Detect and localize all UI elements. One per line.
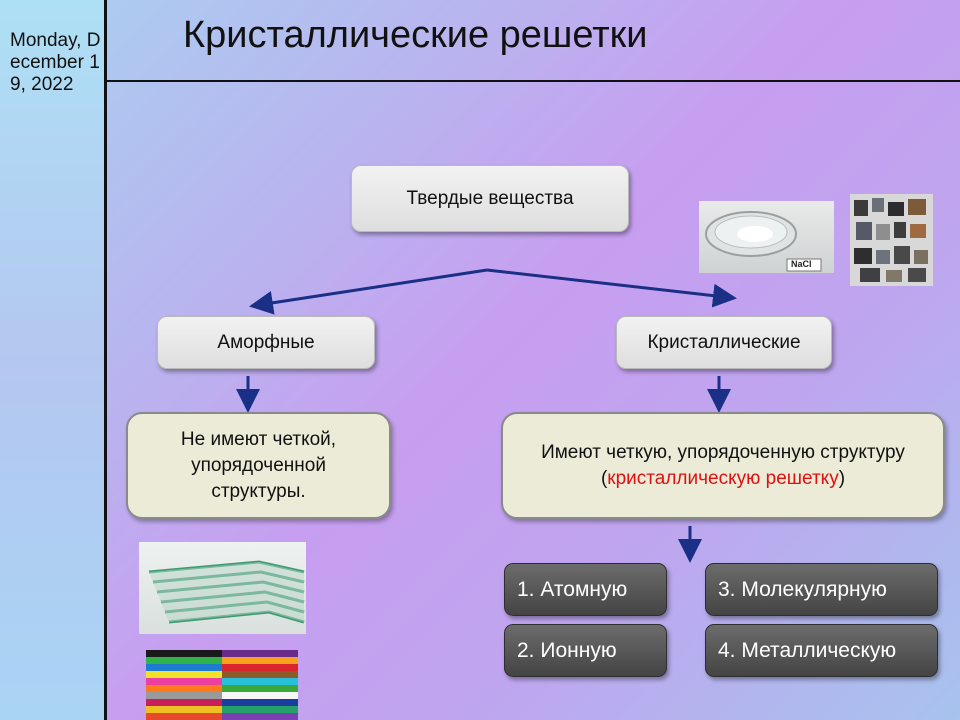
nacl-photo: NaCl xyxy=(699,201,834,273)
root-label: Твердые вещества xyxy=(406,187,574,209)
type-atomic: 1. Атомную xyxy=(504,563,667,616)
vertical-divider xyxy=(104,0,107,720)
crystalline-label: Кристаллические xyxy=(647,331,801,353)
type-metallic: 4. Металлическую xyxy=(705,624,938,677)
slide-date: Monday, December 19, 2022 xyxy=(10,30,101,95)
type-metallic-label: 4. Металлическую xyxy=(718,638,897,662)
root-box: Твердые вещества xyxy=(351,165,629,232)
amorphous-description: Не имеют четкой, упорядоченной структуры… xyxy=(180,428,337,502)
glass-photo xyxy=(139,542,306,634)
arrow-to-crystalline xyxy=(486,268,737,308)
plasticine-photo xyxy=(146,650,298,720)
amorphous-description-box: Не имеют четкой, упорядоченной структуры… xyxy=(126,412,391,519)
amorphous-label: Аморфные xyxy=(217,331,315,353)
minerals-photo xyxy=(850,194,933,286)
description-prefix: Имеют четкую, упорядоченную структуру ( xyxy=(541,441,905,489)
crystalline-description-box: Имеют четкую, упорядоченную структуру (к… xyxy=(501,412,945,519)
title-underline xyxy=(104,80,960,82)
type-molecular-label: 3. Молекулярную xyxy=(718,577,887,601)
type-molecular: 3. Молекулярную xyxy=(705,563,938,616)
type-ionic: 2. Ионную xyxy=(504,624,667,677)
description-highlight: кристаллическую решетку xyxy=(607,467,839,489)
crystalline-box: Кристаллические xyxy=(616,316,832,369)
amorphous-box: Аморфные xyxy=(157,316,375,369)
slide-title: Кристаллические решетки xyxy=(183,14,648,56)
arrow-to-amorphous xyxy=(249,268,488,315)
type-ionic-label: 2. Ионную xyxy=(517,638,617,662)
type-atomic-label: 1. Атомную xyxy=(517,577,628,601)
left-panel xyxy=(0,0,104,720)
crystalline-description: Имеют четкую, упорядоченную структуру (к… xyxy=(533,440,913,492)
description-suffix: ) xyxy=(838,467,846,489)
nacl-label: NaCl xyxy=(791,259,812,269)
